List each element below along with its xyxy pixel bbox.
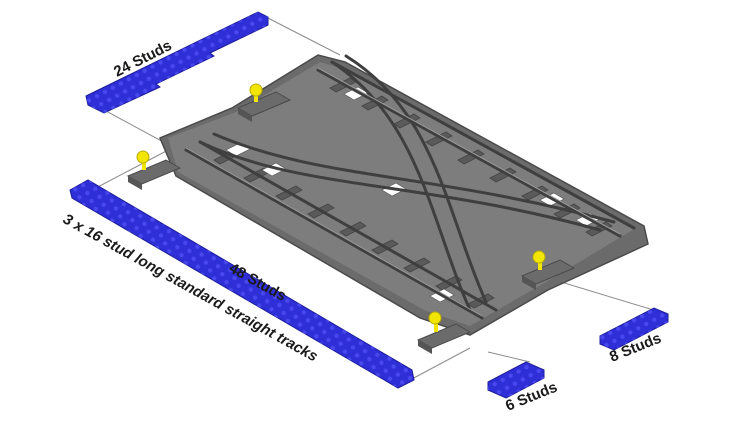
track-crossover — [159, 54, 649, 336]
plate-24-studs — [85, 11, 269, 114]
switch-lever-left — [126, 150, 182, 190]
switch-lever-top-left — [236, 83, 292, 122]
switch-lever-right — [520, 250, 576, 290]
dimension-guide-lines — [91, 15, 661, 381]
plate-6-studs — [487, 361, 545, 399]
plate-8-studs — [599, 307, 669, 351]
plate-48-studs — [69, 179, 415, 389]
switch-lever-bottom — [416, 311, 472, 354]
